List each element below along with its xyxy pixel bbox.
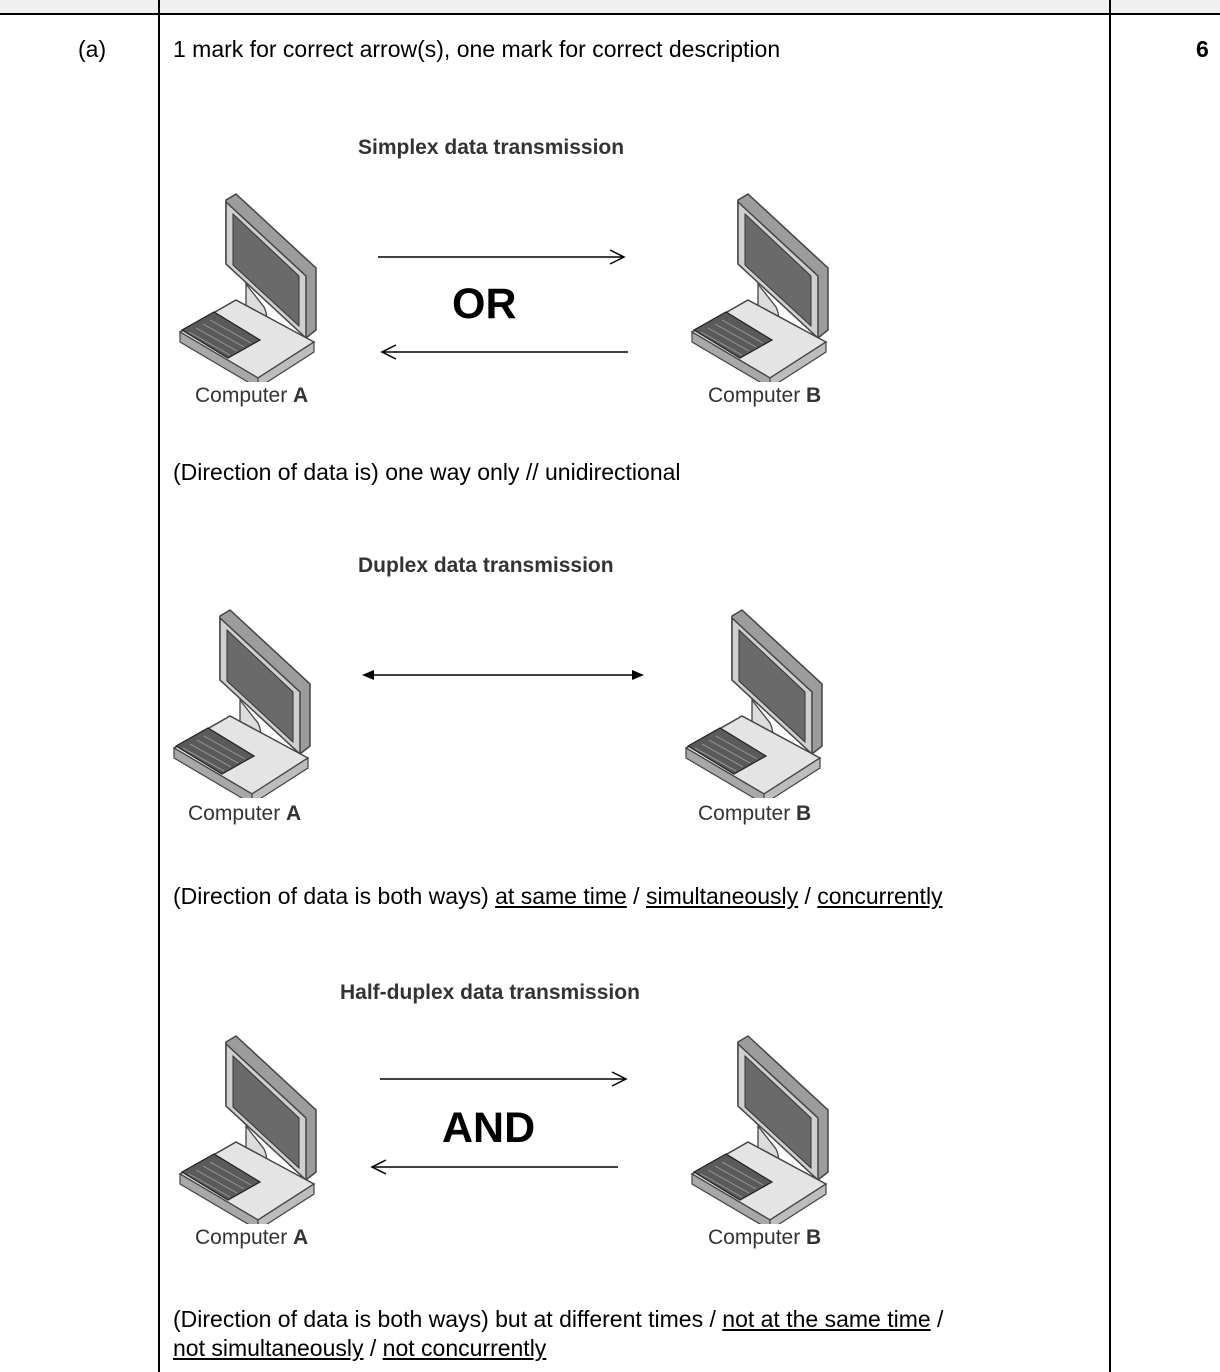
computer-a-label: Computer A bbox=[195, 384, 309, 407]
computer-b-icon bbox=[680, 608, 830, 798]
top-band bbox=[0, 0, 1220, 14]
computer-b-label: Computer B bbox=[708, 1226, 822, 1249]
computer-a-icon bbox=[174, 192, 324, 382]
computer-a-label: Computer A bbox=[188, 802, 302, 825]
table-top-rule bbox=[0, 13, 1220, 15]
computer-b-icon bbox=[686, 1034, 836, 1224]
computer-a-icon bbox=[174, 1034, 324, 1224]
question-label: (a) bbox=[78, 36, 107, 62]
simplex-or-connector: OR bbox=[452, 280, 517, 328]
computer-a-label: Computer A bbox=[195, 1226, 309, 1249]
simplex-arrow-left bbox=[380, 344, 628, 360]
simplex-arrow-right bbox=[378, 249, 626, 265]
computer-b-icon bbox=[686, 192, 836, 382]
computer-b-label: Computer B bbox=[708, 384, 822, 407]
duplex-arrow-both bbox=[362, 670, 644, 680]
half-duplex-arrow-right bbox=[380, 1071, 628, 1087]
duplex-description: (Direction of data is both ways) at same… bbox=[173, 883, 943, 909]
duplex-title: Duplex data transmission bbox=[358, 554, 614, 577]
half-duplex-arrow-left bbox=[370, 1159, 618, 1175]
mark-scheme-intro: 1 mark for correct arrow(s), one mark fo… bbox=[173, 36, 781, 62]
half-duplex-and-connector: AND bbox=[442, 1104, 536, 1152]
simplex-title: Simplex data transmission bbox=[358, 136, 625, 159]
half-duplex-description: (Direction of data is both ways) but at … bbox=[173, 1306, 944, 1361]
simplex-description: (Direction of data is) one way only // u… bbox=[173, 459, 681, 485]
computer-a-icon bbox=[168, 608, 318, 798]
marks-value: 6 bbox=[1196, 36, 1209, 62]
column-divider-right bbox=[1109, 0, 1111, 1372]
half-duplex-title: Half-duplex data transmission bbox=[340, 981, 640, 1004]
computer-b-label: Computer B bbox=[698, 802, 812, 825]
column-divider-left bbox=[158, 0, 160, 1372]
